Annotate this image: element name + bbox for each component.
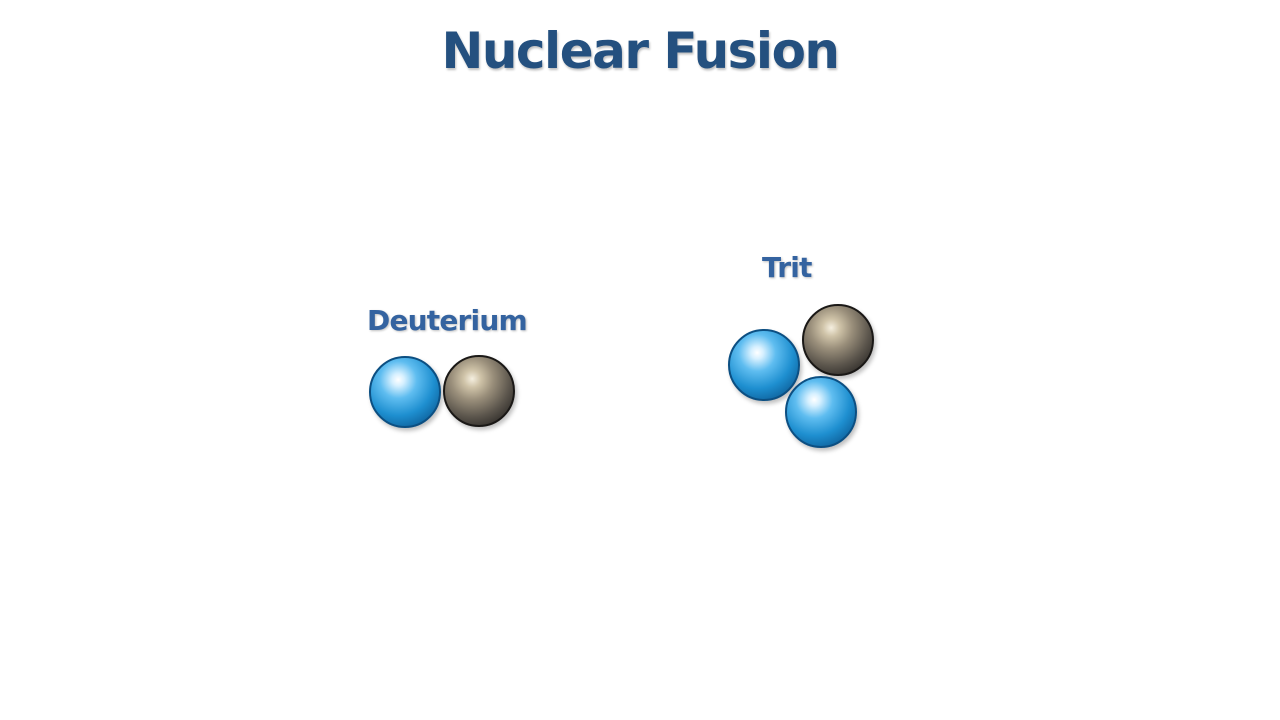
deuterium-neutron bbox=[443, 355, 515, 427]
tritium-proton-bottom bbox=[785, 376, 857, 448]
deuterium-proton bbox=[369, 356, 441, 428]
tritium-neutron bbox=[802, 304, 874, 376]
tritium-label: Trit bbox=[762, 251, 812, 284]
slide-title: Nuclear Fusion bbox=[441, 22, 840, 80]
deuterium-label: Deuterium bbox=[367, 304, 528, 337]
tritium-proton-left bbox=[728, 329, 800, 401]
